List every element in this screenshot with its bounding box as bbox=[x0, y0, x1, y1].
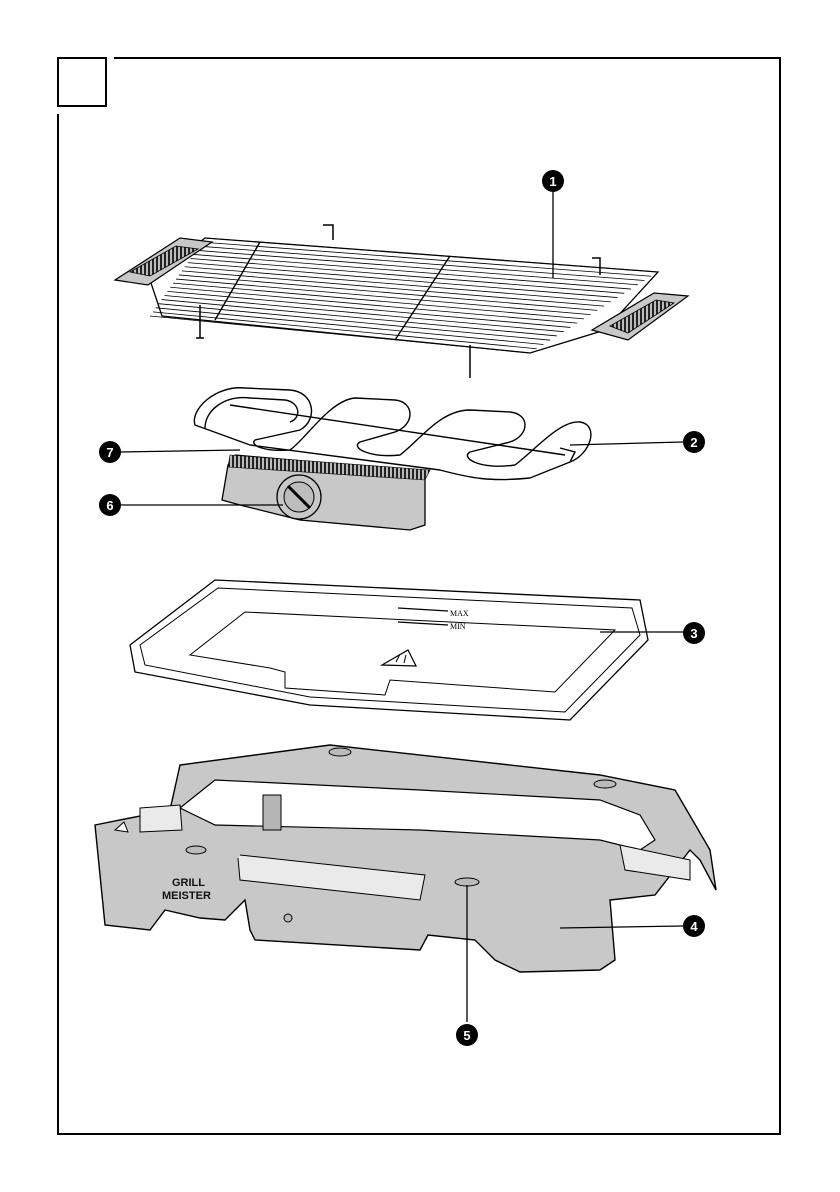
svg-text:7: 7 bbox=[106, 445, 113, 460]
temperature-dial bbox=[277, 475, 321, 519]
base-feet-slot bbox=[455, 878, 479, 886]
base-stand: GRILL MEISTER bbox=[95, 745, 716, 972]
svg-text:6: 6 bbox=[106, 498, 113, 513]
svg-text:5: 5 bbox=[463, 1028, 470, 1043]
callout-7: 7 bbox=[99, 441, 121, 463]
svg-text:2: 2 bbox=[690, 435, 697, 450]
brand-line-1: GRILL bbox=[172, 877, 205, 889]
brand-line-2: MEISTER bbox=[162, 890, 211, 902]
svg-text:1: 1 bbox=[549, 174, 556, 189]
callout-5: 5 bbox=[456, 1024, 478, 1046]
drip-tray: MAX MIN bbox=[130, 580, 648, 720]
callout-4: 4 bbox=[683, 915, 705, 937]
callout-6: 6 bbox=[99, 494, 121, 516]
control-unit bbox=[222, 455, 430, 530]
callout-1: 1 bbox=[542, 170, 564, 192]
callout-2: 2 bbox=[683, 431, 705, 453]
tray-min-label: MIN bbox=[450, 622, 466, 631]
svg-text:3: 3 bbox=[690, 626, 697, 641]
grill-grate bbox=[115, 225, 688, 378]
callout-3: 3 bbox=[683, 622, 705, 644]
svg-text:4: 4 bbox=[690, 919, 698, 934]
tray-max-label: MAX bbox=[450, 609, 469, 618]
